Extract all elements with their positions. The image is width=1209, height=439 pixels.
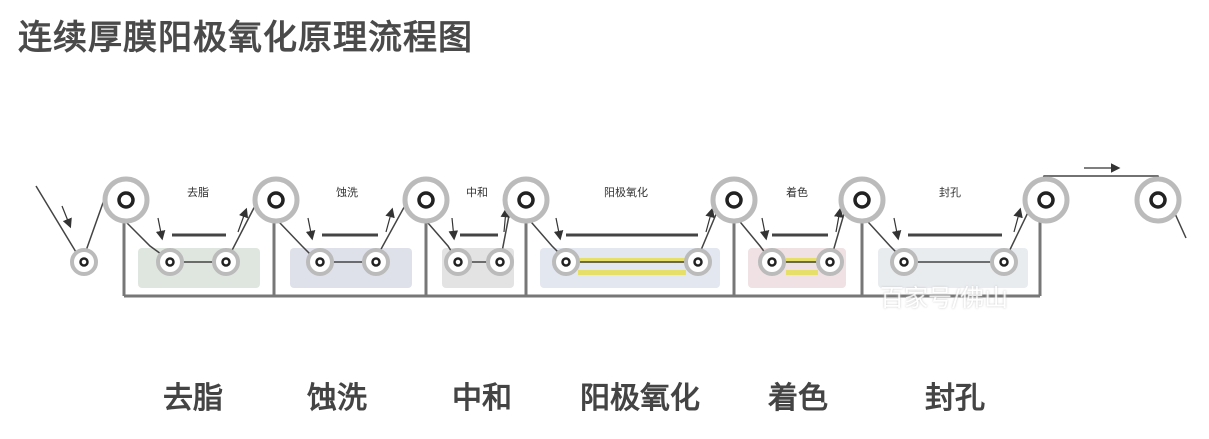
small-label-etch: 蚀洗 — [336, 185, 358, 199]
bath-degrease — [138, 248, 260, 288]
electrode-color — [786, 258, 818, 275]
small-label-color: 着色 — [786, 185, 808, 199]
page-title: 连续厚膜阳极氧化原理流程图 — [18, 18, 473, 58]
roller-big — [252, 176, 300, 224]
watermark: 百家号/佛山 — [880, 284, 1009, 312]
big-label-neutralize: 中和 — [452, 381, 512, 416]
stage-small-labels: 去脂 蚀洗 中和 阳极氧化 着色 封孔 — [187, 185, 961, 199]
big-label-anodize: 阳极氧化 — [580, 381, 700, 416]
small-rollers — [70, 248, 1018, 276]
big-rollers — [102, 176, 1182, 224]
small-label-anodize: 阳极氧化 — [604, 185, 648, 199]
roller-big — [1022, 176, 1070, 224]
electrode-anodize — [578, 258, 686, 275]
big-label-degrease: 去脂 — [163, 381, 223, 416]
roller-big — [102, 176, 150, 224]
roller-big — [402, 176, 450, 224]
flow-arrows — [61, 163, 1121, 241]
tank-frame — [122, 214, 1042, 298]
big-label-color: 着色 — [768, 381, 828, 416]
big-label-etch: 蚀洗 — [307, 381, 367, 416]
small-label-degrease: 去脂 — [187, 185, 209, 199]
roller-big — [838, 176, 886, 224]
roller-big — [502, 176, 550, 224]
roller-big — [1134, 176, 1182, 224]
small-label-neutralize: 中和 — [466, 186, 488, 199]
roller-big — [710, 176, 758, 224]
big-label-seal: 封孔 — [925, 381, 985, 416]
small-label-seal: 封孔 — [939, 185, 961, 199]
